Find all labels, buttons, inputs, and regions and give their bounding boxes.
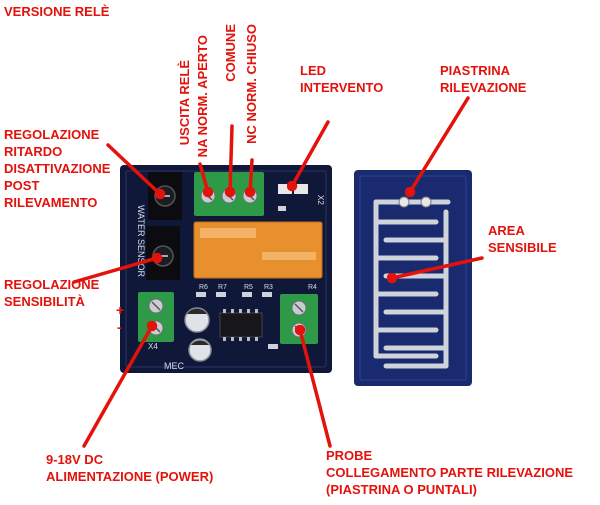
label-led: LED INTERVENTO	[300, 63, 384, 95]
sensitivity-trimmer	[146, 226, 180, 280]
silk-r7: R7	[218, 284, 227, 291]
silk-r5: R5	[244, 284, 253, 291]
label-probe: PROBE COLLEGAMENTO PARTE RILEVAZIONE (PI…	[326, 448, 574, 497]
label-plus: +	[116, 302, 125, 318]
arrow-plate	[404, 96, 470, 198]
power-terminal	[138, 292, 174, 342]
label-sensing-area: AREA SENSIBILE	[488, 223, 557, 255]
silk-r6: R6	[199, 284, 208, 291]
silk-r4: R4	[308, 284, 317, 291]
smd-resistors	[196, 206, 286, 349]
silk-r3: R3	[264, 284, 273, 291]
arrow-led	[286, 120, 330, 192]
plate-pad-right	[420, 196, 432, 208]
arrow-probe	[294, 324, 332, 448]
label-normally-closed: NC NORM. CHIUSO	[244, 24, 259, 144]
label-power: 9-18V DC ALIMENTAZIONE (POWER)	[46, 452, 214, 484]
arrow-sensitivity	[72, 252, 163, 284]
arrow-power	[82, 320, 158, 448]
label-normally-open: NA NORM. APERTO	[195, 35, 210, 158]
silk-x4: X4	[148, 342, 158, 351]
arrow-nc	[244, 158, 256, 198]
probe-terminal	[280, 294, 318, 344]
silk-mec: MEC	[164, 361, 185, 371]
plate-pad-left	[398, 196, 410, 208]
label-delay-adjust: REGOLAZIONE RITARDO DISATTIVAZIONE POST …	[4, 127, 111, 210]
label-sensitivity-adjust: REGOLAZIONE SENSIBILITÀ	[4, 277, 100, 309]
arrows	[72, 96, 484, 448]
capacitor-bottom	[188, 338, 212, 362]
label-minus: -	[117, 319, 122, 335]
arrow-area	[386, 256, 484, 284]
pcb-board: WATER SENSOR X4 X2 MEC R6 R7 R5 R3 R4	[120, 165, 332, 373]
page-title: VERSIONE RELÈ	[4, 4, 110, 19]
status-led	[278, 184, 308, 194]
arrow-delay	[106, 143, 166, 200]
label-common: COMUNE	[223, 24, 238, 82]
delay-trimmer	[148, 172, 182, 220]
sensing-plate	[354, 170, 472, 386]
silk-water-sensor: WATER SENSOR	[136, 205, 146, 278]
arrow-common	[224, 124, 236, 198]
arrow-relay-out	[198, 162, 214, 198]
silk-x2: X2	[316, 195, 325, 205]
relay-module	[193, 221, 323, 279]
ic-chip	[219, 309, 263, 341]
label-sensing-plate: PIASTRINA RILEVAZIONE	[440, 63, 527, 95]
capacitor-top	[184, 307, 210, 333]
label-relay-output: USCITA RELÈ	[177, 60, 192, 146]
